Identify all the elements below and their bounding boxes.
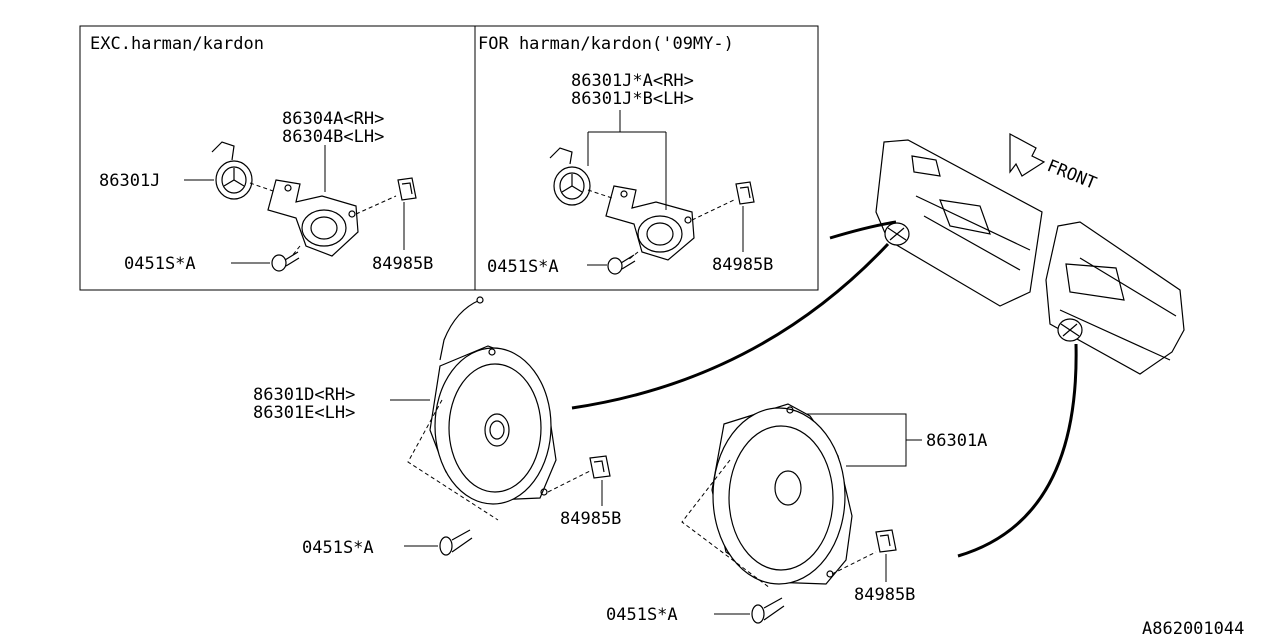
tweeter-left [211, 141, 253, 200]
inset-panels: EXC.harman/kardon FOR harman/kardon('09M… [79, 25, 819, 291]
label-screw-rear: 0451S*A [606, 605, 678, 625]
label-86301j: 86301J [99, 171, 160, 191]
door-trims: FRONT [875, 132, 1185, 375]
front-label: FRONT [1044, 156, 1099, 194]
label-86304b-lh: 86304B<LH> [282, 127, 384, 147]
tweeter-right-a [549, 147, 591, 206]
right-panel-header: FOR harman/kardon('09MY-) [478, 34, 734, 54]
bracket-right [605, 185, 695, 261]
right-tweeter-assembly: 86301J*A<RH> 86301J*B<LH> 0451S*A 84985B [487, 71, 773, 277]
rear-door-speaker [711, 403, 853, 585]
label-screw-front: 0451S*A [302, 538, 374, 558]
front-arrow-icon [1009, 132, 1046, 177]
front-door-speaker [429, 296, 557, 505]
left-panel-header: EXC.harman/kardon [90, 34, 264, 54]
screw-front [439, 529, 473, 556]
clip-right [735, 181, 755, 205]
front-door-trim [875, 139, 1043, 307]
label-screw-right: 0451S*A [487, 257, 559, 277]
label-86301a: 86301A [926, 431, 987, 451]
label-clip-right: 84985B [712, 255, 773, 275]
label-86301d-rh: 86301D<RH> [253, 385, 355, 405]
inset-frame [79, 25, 819, 291]
label-clip-front: 84985B [560, 509, 621, 529]
left-tweeter-assembly: 86304A<RH> 86304B<LH> 86301J 0451S*A 849… [99, 109, 433, 274]
screw-left [271, 251, 300, 272]
label-clip-left: 84985B [372, 254, 433, 274]
label-86304a-rh: 86304A<RH> [282, 109, 384, 129]
label-86301j-b-lh: 86301J*B<LH> [571, 89, 694, 109]
wire-tweeter-to-door [829, 220, 897, 240]
wire-rear-speaker-to-door [957, 343, 1078, 558]
label-86301e-lh: 86301E<LH> [253, 403, 355, 423]
screw-rear [751, 597, 785, 624]
clip-rear [875, 529, 897, 553]
label-screw-left: 0451S*A [124, 254, 196, 274]
clip-front [589, 455, 611, 479]
label-86301j-a-rh: 86301J*A<RH> [571, 71, 694, 91]
bracket-left [267, 179, 359, 257]
diagram-id: A862001044 [1142, 619, 1244, 639]
rear-door-trim [1045, 221, 1185, 375]
clip-left [397, 177, 417, 201]
label-clip-rear: 84985B [854, 585, 915, 605]
wire-front-speaker-to-door [571, 242, 890, 410]
